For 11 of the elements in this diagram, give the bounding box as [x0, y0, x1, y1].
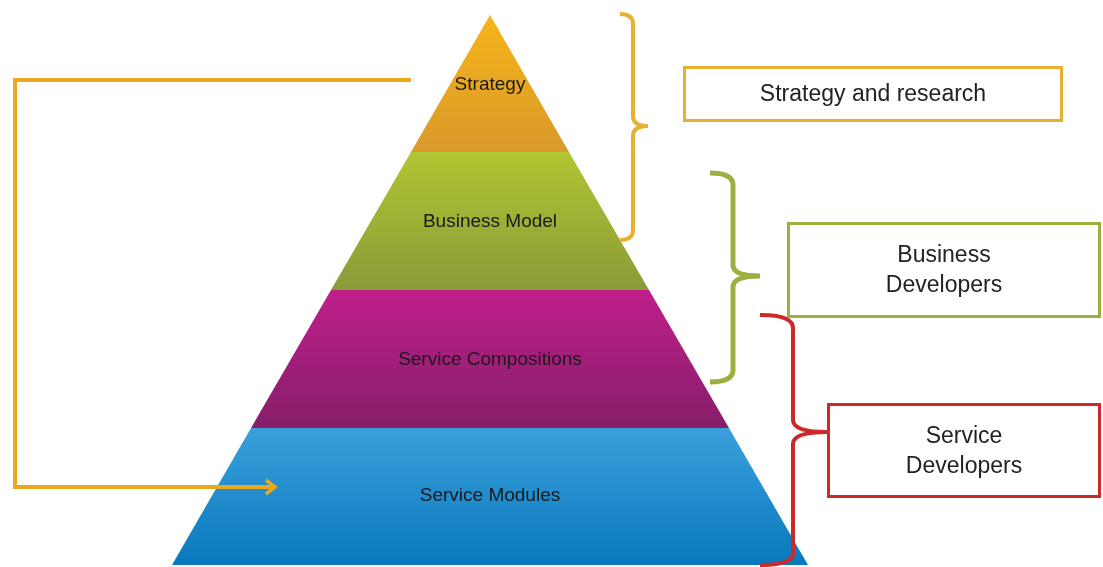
pyramid-layer [172, 428, 808, 565]
layer-label: Service Compositions [398, 348, 582, 368]
role-box: Service Developers [827, 403, 1101, 498]
role-box: Business Developers [787, 222, 1101, 318]
layer-label: Business Model [422, 210, 558, 230]
pyramid-layer [411, 15, 569, 152]
arrow [13, 78, 411, 496]
role-box: Strategy and research [683, 66, 1063, 122]
pyramid-layer [251, 290, 729, 428]
layer-label: Strategy [454, 73, 526, 93]
layer-label: Service Modules [419, 484, 561, 504]
